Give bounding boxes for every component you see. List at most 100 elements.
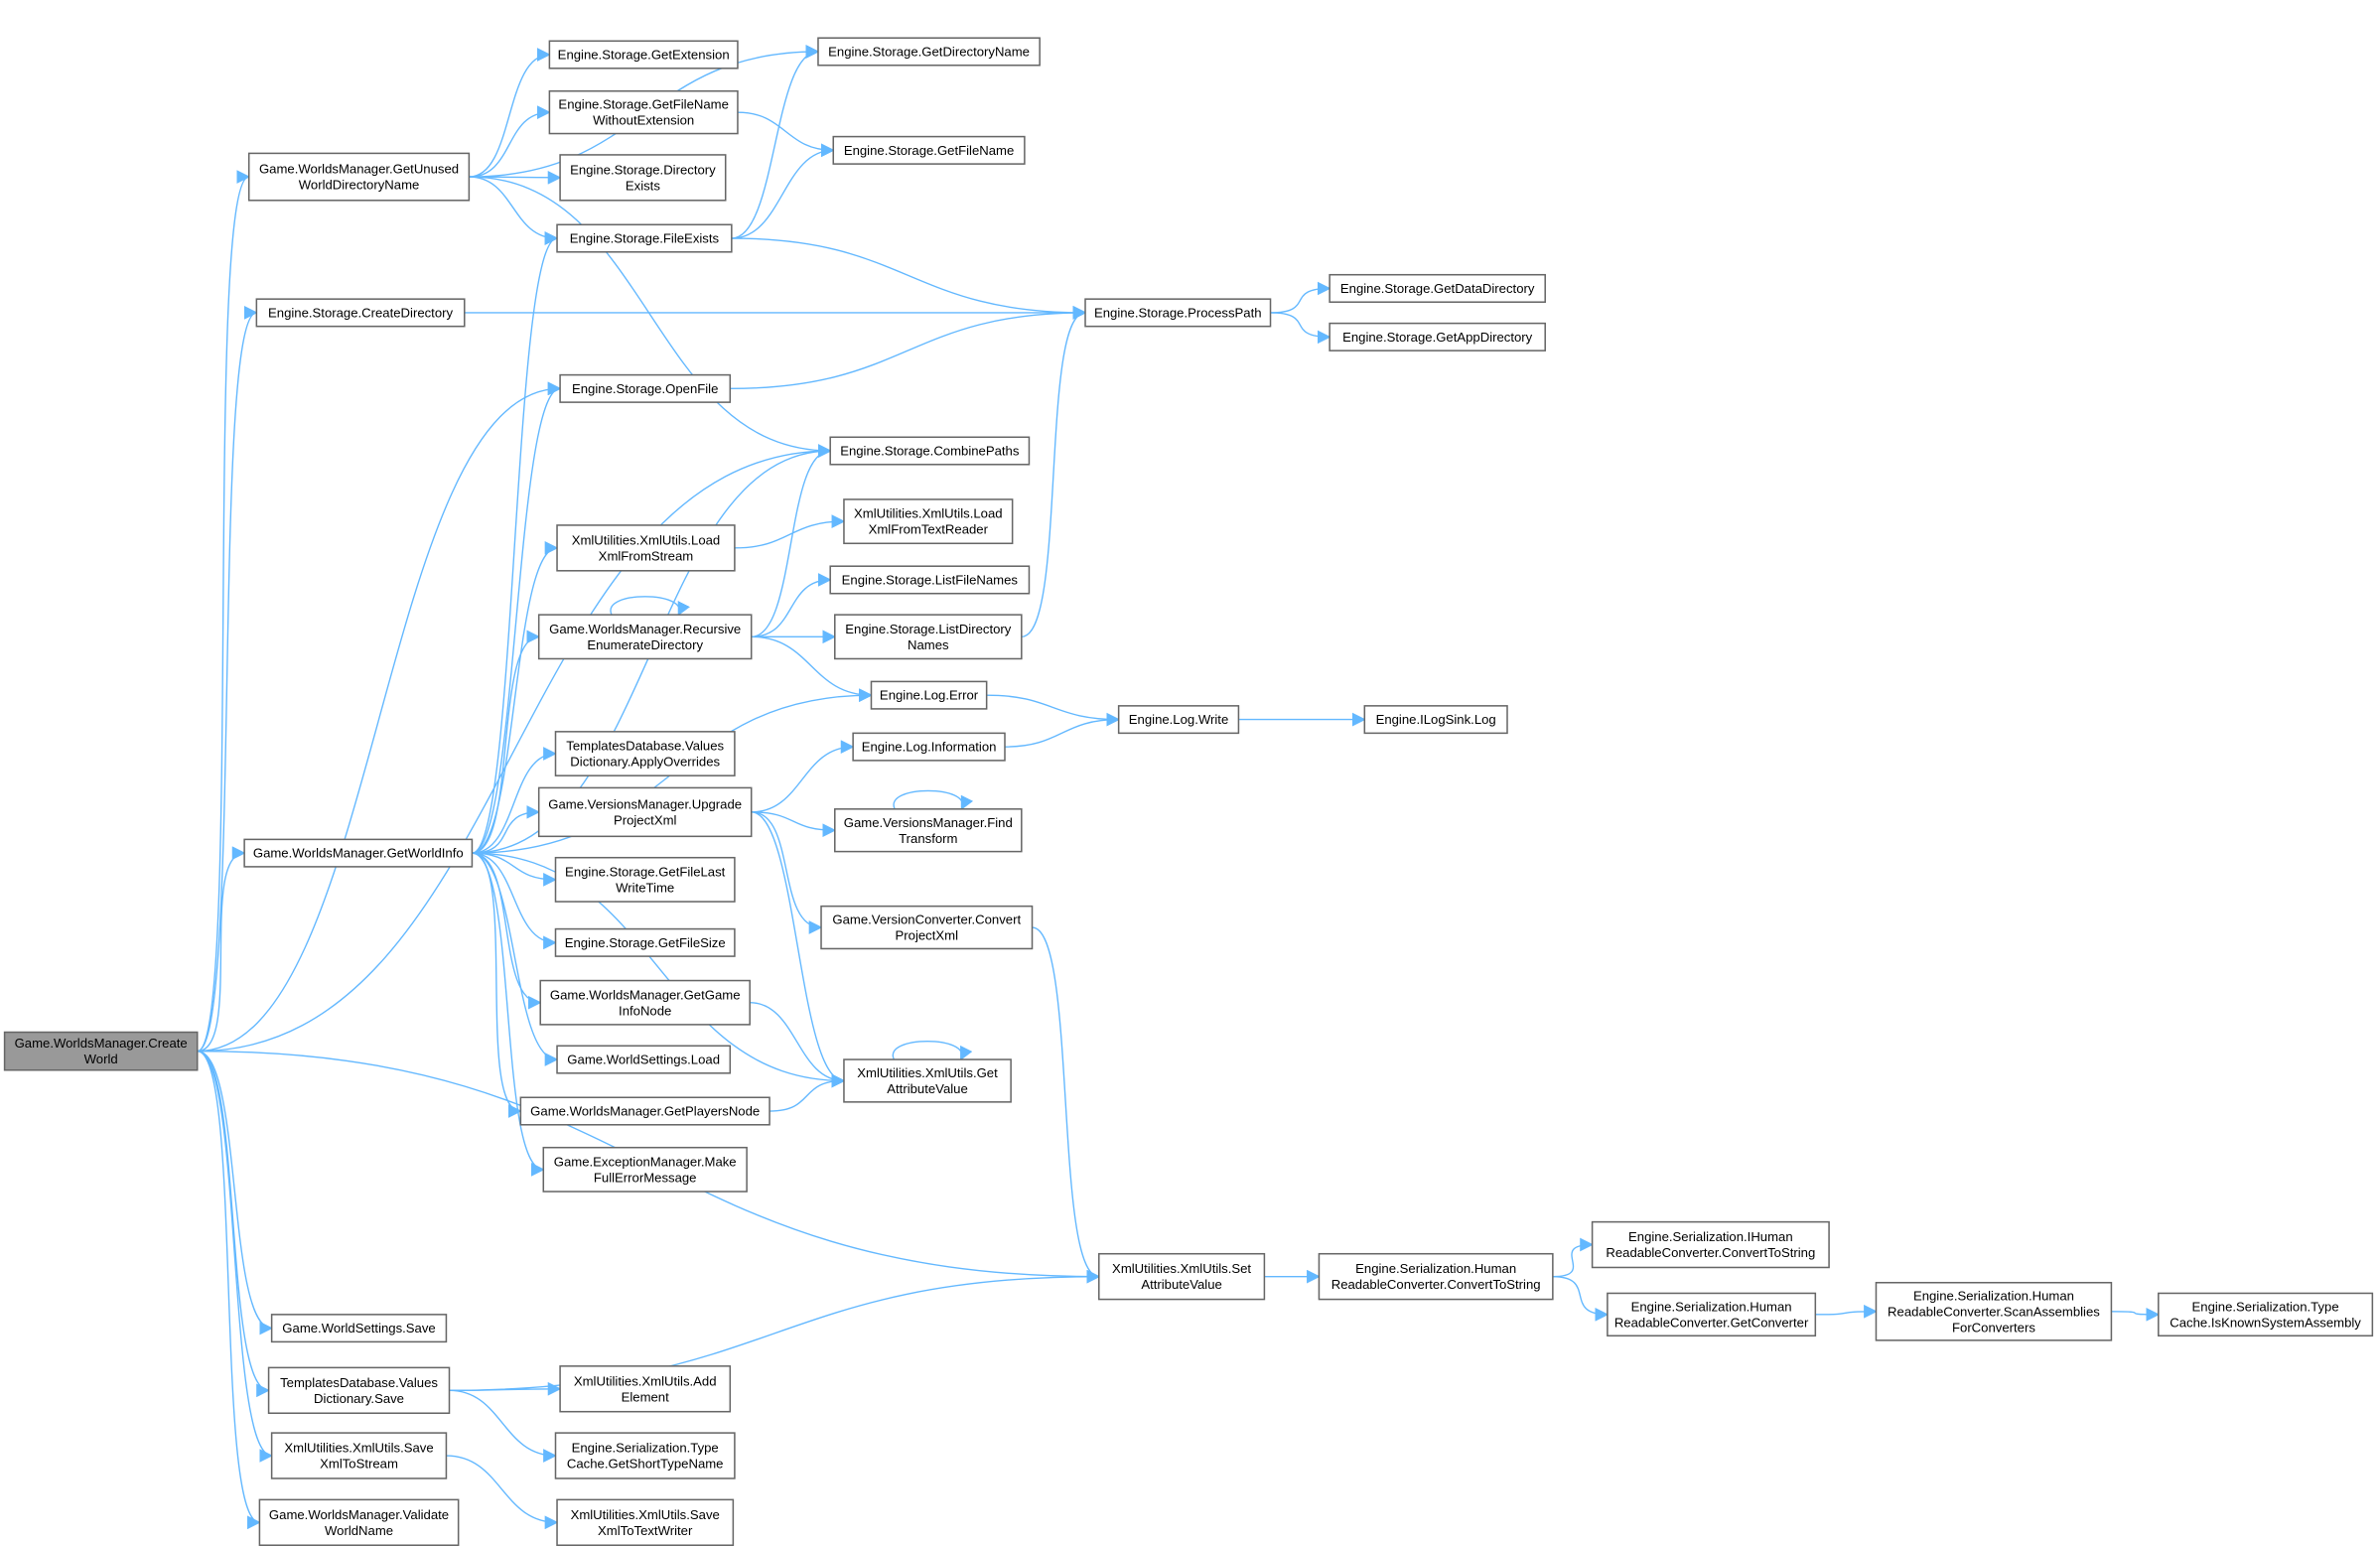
node-create-directory[interactable]: Engine.Storage.CreateDirectory	[255, 298, 466, 328]
node-get-short-type-name[interactable]: Engine.Serialization.TypeCache.GetShortT…	[554, 1432, 736, 1479]
edge-load-xml-from-stream-to-load-xml-from-text-reader	[734, 514, 846, 549]
node-box	[870, 680, 988, 710]
node-save-xml-to-text-writer[interactable]: XmlUtilities.XmlUtils.SaveXmlToTextWrite…	[556, 1498, 735, 1546]
edge-create-world-to-combine-paths	[197, 444, 832, 1053]
node-ihrc-convert-to-string[interactable]: Engine.Serialization.IHumanReadableConve…	[1591, 1220, 1830, 1269]
edge-get-world-info-to-load-xml-from-stream	[472, 541, 559, 854]
node-label: Engine.Serialization.Human	[1631, 1299, 1792, 1314]
node-hrc-convert-to-string[interactable]: Engine.Serialization.HumanReadableConver…	[1318, 1252, 1554, 1301]
node-box	[832, 135, 1026, 165]
edge-log-information-to-log-write	[1004, 712, 1121, 748]
node-load-xml-from-text-reader[interactable]: XmlUtilities.XmlUtils.LoadXmlFromTextRea…	[843, 498, 1014, 545]
node-box	[258, 1498, 460, 1546]
node-label: Game.WorldsManager.Validate	[269, 1507, 449, 1522]
edge-convert-project-xml-to-set-attribute-value	[1032, 926, 1101, 1284]
edge-get-world-info-to-file-exists	[472, 231, 559, 854]
node-log-error[interactable]: Engine.Log.Error	[870, 680, 988, 710]
node-box	[270, 1314, 448, 1343]
node-label: Game.WorldsManager.GetPlayersNode	[530, 1104, 760, 1119]
edge-get-world-info-to-upgrade-project-xml	[472, 804, 541, 854]
edge-recursive-enum-to-recursive-enum	[610, 596, 690, 617]
node-combine-paths[interactable]: Engine.Storage.CombinePaths	[829, 436, 1031, 466]
edge-create-world-to-open-file	[197, 381, 562, 1053]
node-make-full-error-message[interactable]: Game.ExceptionManager.MakeFullErrorMessa…	[542, 1146, 748, 1193]
node-box	[829, 565, 1031, 595]
node-box	[1084, 298, 1272, 328]
node-label: XmlUtilities.XmlUtils.Load	[854, 506, 1003, 521]
node-get-app-directory[interactable]: Engine.Storage.GetAppDirectory	[1329, 322, 1546, 351]
node-label: Engine.Log.Write	[1129, 712, 1228, 727]
node-file-exists[interactable]: Engine.Storage.FileExists	[556, 223, 733, 253]
node-label: Engine.Storage.GetFileName	[844, 143, 1014, 158]
node-label: XmlToStream	[320, 1457, 398, 1472]
node-world-settings-save[interactable]: Game.WorldSettings.Save	[270, 1314, 448, 1343]
edge-upgrade-project-xml-to-get-attribute-value	[751, 811, 846, 1088]
node-list-file-names[interactable]: Engine.Storage.ListFileNames	[829, 565, 1031, 595]
node-box	[1875, 1281, 2113, 1341]
node-label: Engine.Serialization.Type	[2192, 1299, 2339, 1314]
node-label: Engine.Storage.Directory	[570, 162, 716, 177]
node-recursive-enum[interactable]: Game.WorldsManager.RecursiveEnumerateDir…	[537, 614, 753, 660]
node-process-path[interactable]: Engine.Storage.ProcessPath	[1084, 298, 1272, 328]
nodes: Game.WorldsManager.CreateWorldGame.World…	[3, 37, 2374, 1546]
node-get-converter[interactable]: Engine.Serialization.HumanReadableConver…	[1607, 1292, 1817, 1337]
edge-open-file-to-process-path	[730, 306, 1087, 390]
node-get-directory-name[interactable]: Engine.Storage.GetDirectoryName	[817, 37, 1041, 67]
node-is-known-system-assembly[interactable]: Engine.Serialization.TypeCache.IsKnownSy…	[2158, 1292, 2374, 1337]
node-get-unused[interactable]: Game.WorldsManager.GetUnusedWorldDirecto…	[247, 152, 471, 202]
node-label: Engine.Storage.GetFileSize	[565, 935, 726, 950]
edge-upgrade-project-xml-to-convert-project-xml	[751, 811, 823, 934]
node-label: Dictionary.ApplyOverrides	[570, 755, 720, 770]
edge-get-game-info-node-to-get-attribute-value	[750, 1002, 846, 1088]
node-get-world-info[interactable]: Game.WorldsManager.GetWorldInfo	[243, 838, 474, 868]
node-label: XmlUtilities.XmlUtils.Save	[284, 1441, 433, 1456]
node-box	[559, 1365, 732, 1413]
node-get-file-name-wo-ext[interactable]: Engine.Storage.GetFileNameWithoutExtensi…	[548, 89, 739, 135]
node-label: Engine.Serialization.Type	[572, 1441, 719, 1456]
node-label: ForConverters	[1952, 1320, 2035, 1335]
node-label: Engine.Storage.FileExists	[570, 231, 720, 246]
node-get-file-size[interactable]: Engine.Storage.GetFileSize	[554, 927, 736, 957]
node-box	[554, 1432, 736, 1479]
node-log-information[interactable]: Engine.Log.Information	[852, 732, 1006, 762]
node-box	[556, 1498, 735, 1546]
node-label: ProjectXml	[614, 812, 677, 827]
node-i-log-sink-log[interactable]: Engine.ILogSink.Log	[1363, 705, 1508, 735]
edge-create-world-to-values-dictionary-save	[197, 1050, 270, 1398]
node-label: AttributeValue	[1141, 1277, 1221, 1292]
edge-create-world-to-world-settings-save	[197, 1050, 274, 1335]
node-label: TemplatesDatabase.Values	[566, 739, 724, 754]
node-box	[1329, 273, 1546, 303]
node-world-settings-load[interactable]: Game.WorldSettings.Load	[556, 1045, 732, 1074]
node-apply-overrides[interactable]: TemplatesDatabase.ValuesDictionary.Apply…	[554, 731, 736, 776]
node-get-data-directory[interactable]: Engine.Storage.GetDataDirectory	[1329, 273, 1546, 303]
node-get-players-node[interactable]: Game.WorldsManager.GetPlayersNode	[519, 1096, 770, 1126]
node-box	[554, 731, 736, 776]
node-get-extension[interactable]: Engine.Storage.GetExtension	[548, 40, 739, 70]
node-open-file[interactable]: Engine.Storage.OpenFile	[559, 373, 732, 403]
node-label: TemplatesDatabase.Values	[280, 1375, 438, 1390]
node-label: World	[84, 1052, 118, 1066]
node-get-file-name[interactable]: Engine.Storage.GetFileName	[832, 135, 1026, 165]
node-box	[556, 524, 736, 572]
node-log-write[interactable]: Engine.Log.Write	[1117, 705, 1240, 735]
node-label: ReadableConverter.ConvertToString	[1606, 1245, 1815, 1260]
node-scan-assemblies[interactable]: Engine.Serialization.HumanReadableConver…	[1875, 1281, 2113, 1341]
node-label: XmlUtilities.XmlUtils.Set	[1112, 1261, 1251, 1276]
node-label: Engine.Serialization.IHuman	[1628, 1229, 1793, 1244]
